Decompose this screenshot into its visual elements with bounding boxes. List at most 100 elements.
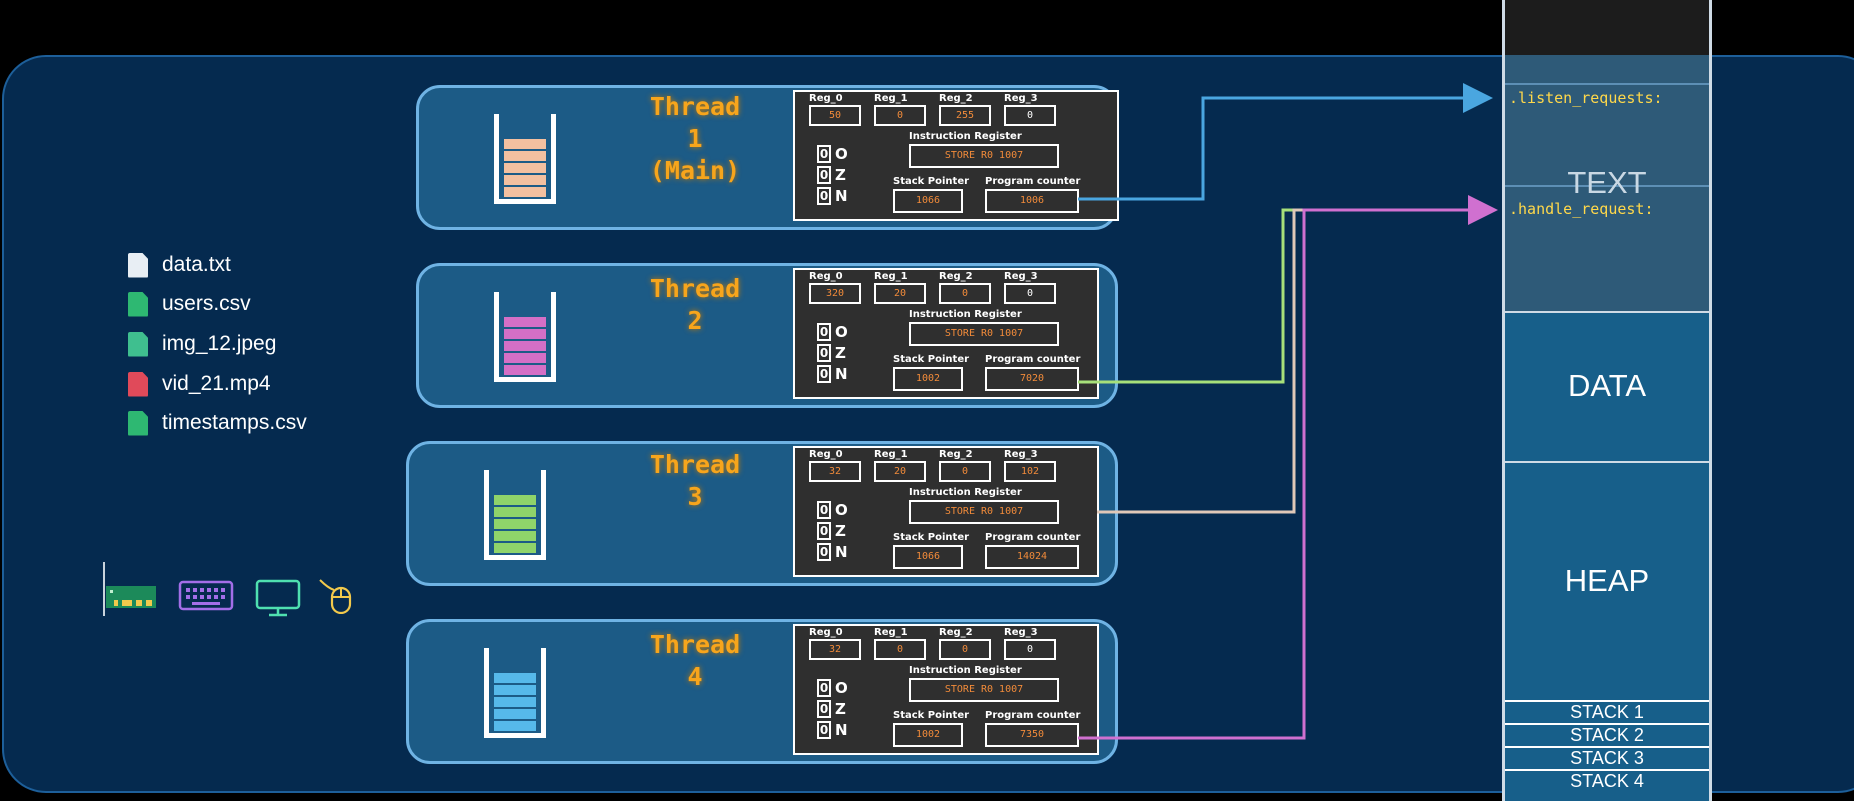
stack-pointer-value: 1002 <box>893 367 963 391</box>
register-value: 20 <box>874 461 926 482</box>
flag-bit: 0 <box>817 166 831 184</box>
stack-frame <box>494 543 536 553</box>
register-value: 50 <box>809 105 861 126</box>
register-value: 20 <box>874 283 926 304</box>
register-label: Reg_2 <box>939 627 973 638</box>
memory-top-region <box>1502 0 1712 55</box>
flag-name: N <box>835 721 848 739</box>
stack-pointer-value: 1066 <box>893 189 963 213</box>
thread-title-line2: (Main) <box>649 156 741 185</box>
video-file-icon <box>128 371 148 397</box>
thread-title: Thread 4 <box>635 629 755 693</box>
stack-pointer-value: 1066 <box>893 545 963 569</box>
flag-bit: 0 <box>817 721 831 739</box>
instruction-register-label: Instruction Register <box>909 487 1022 498</box>
keyboard-icon <box>178 580 234 611</box>
register-value: 0 <box>939 639 991 660</box>
text-segment-label: TEXT <box>1567 165 1647 200</box>
memory-heap-segment: HEAP <box>1502 463 1712 700</box>
instruction-register-label: Instruction Register <box>909 309 1022 320</box>
stack-frame <box>504 187 546 197</box>
register-label: Reg_0 <box>809 627 843 638</box>
register-value: 32 <box>809 461 861 482</box>
stack-pointer-label: Stack Pointer <box>893 176 970 187</box>
thread-title-line1: Thread 4 <box>649 630 741 691</box>
function-label-handle-request: .handle_request: <box>1509 200 1654 218</box>
flag-name: Z <box>835 700 846 718</box>
network-card-icon <box>103 562 156 616</box>
stack-frame <box>494 507 536 517</box>
stack-frame <box>504 175 546 185</box>
heap-segment-label: HEAP <box>1564 563 1650 598</box>
stack-frame <box>494 673 536 683</box>
flag-name: N <box>835 543 848 561</box>
file-name: vid_21.mp4 <box>162 372 271 395</box>
register-value: 0 <box>939 283 991 304</box>
flag-bit: 0 <box>817 501 831 519</box>
register-value: 0 <box>874 639 926 660</box>
stack-frame <box>494 721 536 731</box>
stack-pointer-value: 1002 <box>893 723 963 747</box>
flag-name: O <box>835 501 848 519</box>
register-label: Reg_3 <box>1004 449 1038 460</box>
instruction-register-value: STORE R0 1007 <box>909 500 1059 524</box>
program-counter-label: Program counter <box>985 354 1081 365</box>
register-label: Reg_3 <box>1004 271 1038 282</box>
register-label: Reg_0 <box>809 271 843 282</box>
flag-bit: 0 <box>817 522 831 540</box>
thread-title-line1: Thread 1 <box>649 92 741 153</box>
program-counter-label: Program counter <box>985 532 1081 543</box>
register-label: Reg_1 <box>874 271 908 282</box>
file-name: img_12.jpeg <box>162 332 277 355</box>
memory-data-segment: DATA <box>1502 313 1712 463</box>
stack-frame <box>494 697 536 707</box>
file-item[interactable]: timestamps.csv <box>128 408 307 438</box>
thread-title-line1: Thread 2 <box>649 274 741 335</box>
register-label: Reg_1 <box>874 627 908 638</box>
register-value: 0 <box>874 105 926 126</box>
program-counter-value: 14024 <box>985 545 1079 569</box>
file-item[interactable]: img_12.jpeg <box>128 329 276 359</box>
function-label-listen-requests: .listen_requests: <box>1509 89 1663 107</box>
stack-pointer-label: Stack Pointer <box>893 710 970 721</box>
thread-3-pc-arrow <box>1097 208 1305 514</box>
file-item[interactable]: users.csv <box>128 289 251 319</box>
jpeg-file-icon <box>128 331 148 357</box>
register-value: 255 <box>939 105 991 126</box>
stack-frame <box>494 709 536 719</box>
file-item[interactable]: data.txt <box>128 250 231 280</box>
stack-pointer-label: Stack Pointer <box>893 354 970 365</box>
register-value: 320 <box>809 283 861 304</box>
file-item[interactable]: vid_21.mp4 <box>128 369 271 399</box>
file-name: data.txt <box>162 253 231 276</box>
register-label: Reg_0 <box>809 449 843 460</box>
data-segment-label: DATA <box>1567 368 1647 403</box>
stack-4-label: STACK 4 <box>1505 769 1709 792</box>
thread-stack-icon <box>484 648 546 738</box>
register-value: 0 <box>1004 105 1056 126</box>
register-label: Reg_0 <box>809 93 843 104</box>
register-label: Reg_2 <box>939 449 973 460</box>
flag-bit: 0 <box>817 543 831 561</box>
instruction-register-value: STORE R0 1007 <box>909 144 1059 168</box>
thread-2-pc-arrow <box>1078 208 1305 384</box>
thread-title: Thread 2 <box>635 273 755 337</box>
register-value: 0 <box>1004 283 1056 304</box>
register-value: 102 <box>1004 461 1056 482</box>
program-counter-label: Program counter <box>985 710 1081 721</box>
thread-title: Thread 1 (Main) <box>635 91 755 187</box>
thread-4-pc-arrow <box>1078 195 1498 740</box>
monitor-icon <box>255 579 301 617</box>
